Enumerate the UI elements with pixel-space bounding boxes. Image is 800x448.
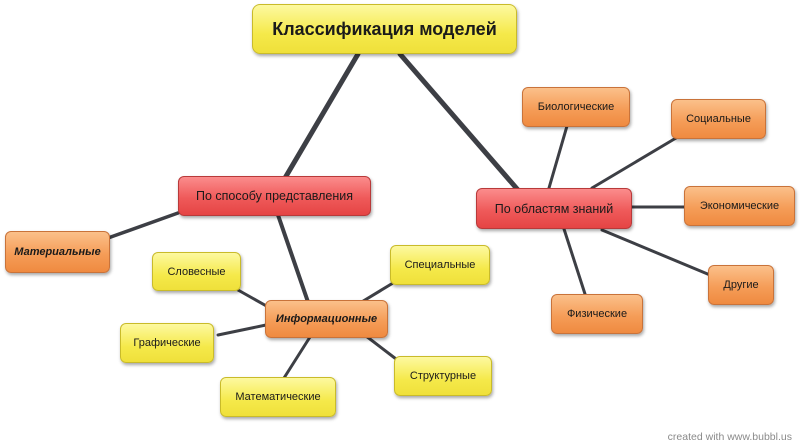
node-material-label: Материальные	[14, 246, 101, 258]
root-label: Классификация моделей	[272, 18, 497, 39]
leaf-economic-label: Экономические	[699, 200, 780, 212]
link-domain-biological	[547, 124, 569, 190]
leaf-structural[interactable]: Структурные	[394, 356, 492, 396]
leaf-structural-label: Структурные	[409, 370, 477, 382]
leaf-special-label: Специальные	[404, 259, 476, 271]
category-by-domain-label: По областям знаний	[494, 201, 614, 216]
node-informational[interactable]: Информационные	[265, 300, 388, 338]
link-informational-math	[282, 335, 312, 380]
leaf-economic[interactable]: Экономические	[684, 186, 795, 226]
leaf-other[interactable]: Другие	[708, 265, 774, 305]
leaf-social[interactable]: Социальные	[671, 99, 766, 139]
leaf-physical[interactable]: Физические	[551, 294, 643, 334]
link-domain-other	[600, 228, 712, 277]
link-domain-social	[590, 136, 678, 190]
leaf-biological[interactable]: Биологические	[522, 87, 630, 127]
leaf-graphic-label: Графические	[133, 337, 201, 349]
leaf-social-label: Социальные	[686, 113, 751, 125]
category-by-representation[interactable]: По способу представления	[178, 176, 371, 216]
credit-text: created with www.bubbl.us	[667, 431, 792, 443]
leaf-verbal[interactable]: Словесные	[152, 252, 241, 291]
leaf-other-label: Другие	[723, 279, 759, 291]
link-informational-graphic	[216, 323, 268, 337]
leaf-math[interactable]: Математические	[220, 377, 336, 417]
link-representation-informational	[276, 213, 310, 304]
link-domain-physical	[562, 227, 587, 296]
leaf-verbal-label: Словесные	[167, 265, 226, 278]
leaf-special[interactable]: Специальные	[390, 245, 490, 285]
link-informational-verbal	[236, 288, 272, 310]
leaf-graphic[interactable]: Графические	[120, 323, 214, 363]
root-node[interactable]: Классификация моделей	[252, 4, 517, 54]
node-informational-label: Информационные	[275, 313, 378, 325]
leaf-biological-label: Биологические	[537, 101, 615, 113]
leaf-physical-label: Физические	[566, 308, 628, 320]
leaf-math-label: Математические	[235, 391, 321, 403]
link-representation-material	[106, 211, 180, 240]
node-material[interactable]: Материальные	[5, 231, 110, 273]
link-root-domain	[397, 51, 521, 193]
category-by-domain[interactable]: По областям знаний	[476, 188, 632, 229]
category-by-representation-label: По способу представления	[195, 189, 354, 203]
link-root-representation	[282, 51, 361, 181]
